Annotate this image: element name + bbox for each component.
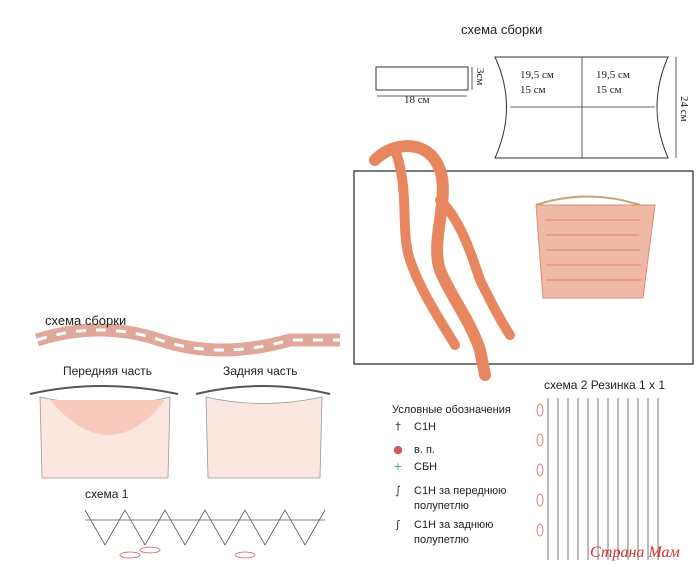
c1h-front-loop-icon: ∫ — [395, 484, 401, 497]
legend-item-sc: + СБН — [392, 460, 437, 473]
legend-item-c1h: † С1Н — [392, 420, 436, 433]
chain-marks — [536, 403, 544, 537]
watermark-logo: Страна Мам — [590, 544, 680, 561]
scheme2-chart — [536, 398, 659, 560]
stitch-c1h-icon: † — [395, 420, 401, 433]
bag-photo — [535, 195, 656, 299]
legend-item-label: С1Н — [414, 420, 437, 433]
c1h-back-loop-icon: ʃ — [396, 518, 400, 531]
legend-item-label: СБН — [414, 460, 438, 473]
legend-item-chain: ● в. п. — [392, 443, 435, 456]
strap-rect — [375, 66, 469, 91]
legend-item-label: С1Н за переднюю полупетлю — [414, 485, 507, 512]
sc-cross-icon: + — [393, 460, 403, 473]
front-part-label: Передняя часть — [63, 364, 153, 378]
front-part-drawing — [29, 385, 179, 479]
panel-outline — [494, 56, 669, 159]
assembly-bottom-title: схема сборки — [45, 313, 127, 328]
back-part-drawing — [195, 385, 331, 479]
panel-right-w2: 15 см — [596, 84, 622, 96]
back-part-label: Задняя часть — [223, 364, 298, 378]
assembly-top-title: схема сборки — [461, 22, 543, 37]
legend-item-front-loop: ∫ С1Н за переднюю полупетлю — [392, 484, 506, 514]
scheme1-chart — [84, 509, 326, 559]
legend-item-label: С1Н за заднюю полупетлю — [414, 519, 494, 546]
beaded-lariat — [369, 140, 515, 381]
legend-item-label: в. п. — [414, 443, 435, 456]
scheme1-label: схема 1 — [85, 487, 129, 501]
rib-columns — [547, 398, 659, 560]
strap-length-label: 18 см — [404, 94, 430, 106]
panel-right-w1: 19,5 см — [596, 69, 630, 81]
panel-height-label: 24 см — [678, 96, 690, 122]
panel-left-w1: 19,5 см — [520, 69, 554, 81]
strap-height-label: 3см — [474, 68, 486, 86]
twisted-cord — [35, 323, 340, 357]
scheme2-title: схема 2 Резинка 1 х 1 — [544, 378, 666, 392]
photo-frame — [353, 170, 694, 365]
legend-title: Условные обозначения — [392, 404, 511, 416]
legend-item-back-loop: ʃ С1Н за заднюю полупетлю — [392, 518, 493, 548]
panel-left-w2: 15 см — [520, 84, 546, 96]
chain-stitch-icon: ● — [393, 443, 403, 456]
